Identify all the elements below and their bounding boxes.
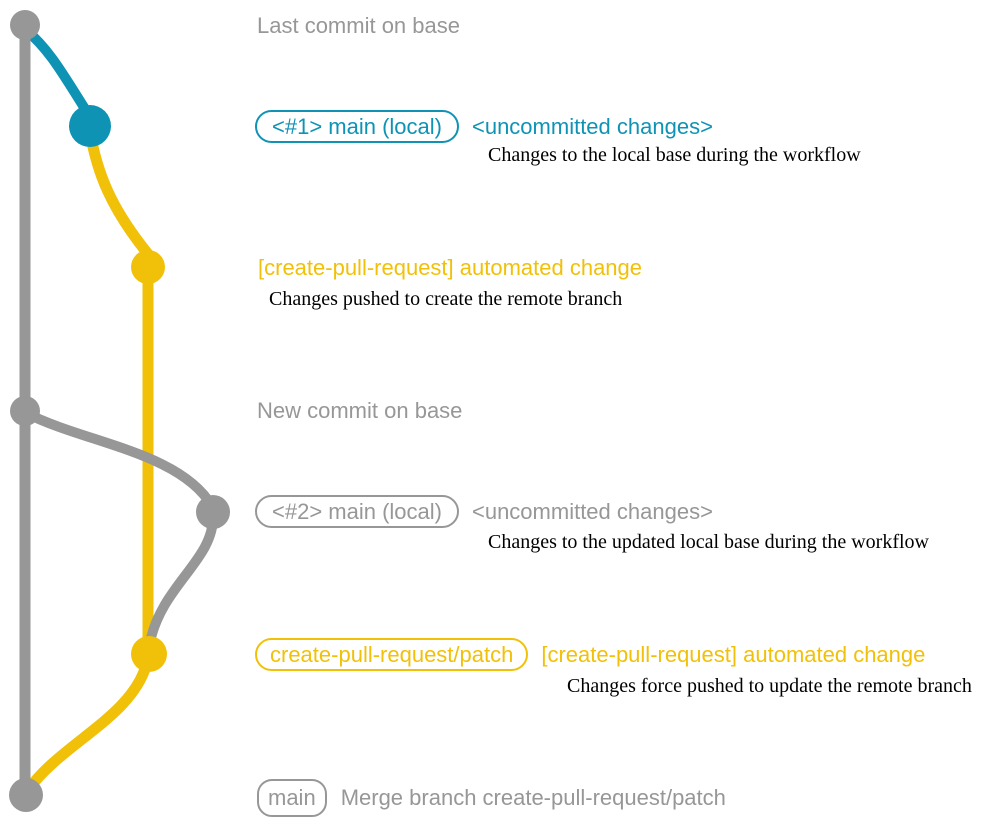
annotation-cpr-2: Changes force pushed to update the remot… <box>567 675 972 697</box>
commit-message-new-base: New commit on base <box>257 398 463 423</box>
patch-branch-line <box>84 126 154 650</box>
annotation-cpr-1: Changes pushed to create the remote bran… <box>269 288 623 310</box>
commit-message-last-base: Last commit on base <box>257 13 460 38</box>
main-local-branch-line <box>21 25 92 117</box>
main-local-2-branch-line-out <box>21 408 217 511</box>
commit-dot-main-local-1 <box>69 105 111 147</box>
branch-ref-main-local-2: <#2> main (local) <box>255 495 459 528</box>
commit-dot-cpr-1 <box>131 250 165 284</box>
commit-message-uncommitted-2: <uncommitted changes> <box>471 498 713 524</box>
commit-row-main-local-2: <#2> main (local) <uncommitted changes> <box>255 495 713 528</box>
branch-ref-main: main <box>257 779 327 817</box>
patch-merge-line <box>22 660 152 796</box>
commit-message-cpr-2: [create-pull-request] automated change <box>541 641 926 667</box>
commit-message-uncommitted-1: <uncommitted changes> <box>471 113 713 139</box>
commit-dot-main-local-2 <box>196 495 230 529</box>
commit-dot-new-base <box>10 396 40 426</box>
commit-row-cpr-2: create-pull-request/patch [create-pull-r… <box>255 638 925 671</box>
commit-dot-merge <box>9 778 43 812</box>
commit-graph <box>9 10 230 812</box>
commit-dot-cpr-2 <box>131 636 167 672</box>
branch-ref-main-local-1: <#1> main (local) <box>255 110 459 143</box>
annotation-uncommitted-1: Changes to the local base during the wor… <box>488 144 861 166</box>
main-local-2-branch-line-in <box>145 511 219 647</box>
commit-message-merge: Merge branch create-pull-request/patch <box>340 785 726 810</box>
commit-row-merge: main Merge branch create-pull-request/pa… <box>257 779 726 817</box>
annotation-uncommitted-2: Changes to the updated local base during… <box>488 531 929 553</box>
commit-dot-last-base <box>10 10 40 40</box>
branch-ref-patch: create-pull-request/patch <box>255 638 529 671</box>
commit-message-cpr-1: [create-pull-request] automated change <box>258 255 643 280</box>
commit-row-main-local-1: <#1> main (local) <uncommitted changes> <box>255 110 713 143</box>
